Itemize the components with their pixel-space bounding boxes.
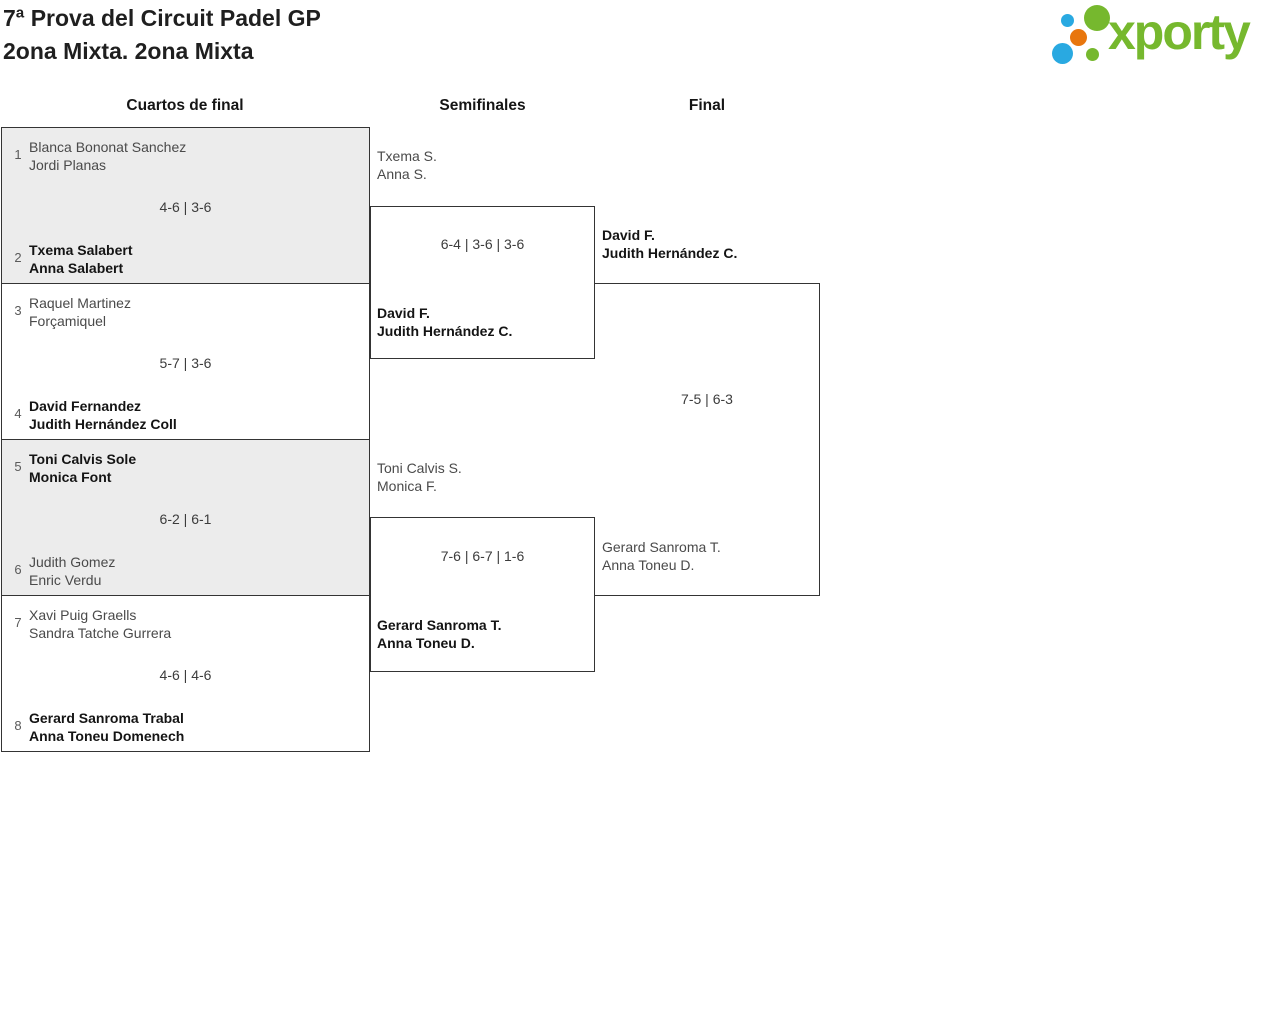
category-name: 2ona Mixta. 2ona Mixta — [3, 38, 254, 64]
player-name: Txema Salabert — [29, 242, 133, 258]
team-pair: Blanca Bononat Sanchez Jordi Planas — [29, 138, 186, 174]
team-pair: Toni Calvis S. Monica F. — [377, 459, 593, 495]
player-name: Anna Salabert — [29, 260, 124, 276]
qf-match-1: 1 Blanca Bononat Sanchez Jordi Planas 4-… — [1, 127, 370, 284]
player-name: Anna Toneu D. — [602, 557, 695, 573]
qf-match-2: 3 Raquel Martinez Forçamiquel 5-7 | 3-6 … — [1, 283, 370, 440]
logo-wordmark: xporty — [1108, 4, 1251, 60]
seed-number: 5 — [14, 459, 22, 474]
player-name: Raquel Martinez — [29, 295, 131, 311]
sf-match-1-box — [370, 206, 595, 359]
team-pair: David F. Judith Hernández C. — [602, 226, 818, 262]
match-score: 6-2 | 6-1 — [159, 511, 212, 527]
player-name: Gerard Sanroma T. — [602, 539, 721, 555]
player-name: Judith Hernández C. — [602, 245, 738, 261]
player-name: Judith Hernández C. — [377, 323, 513, 339]
player-name: Anna S. — [377, 166, 427, 182]
xporty-logo[interactable]: xporty — [1048, 0, 1280, 72]
match-score: 6-4 | 3-6 | 3-6 — [440, 236, 525, 252]
player-name: Monica Font — [29, 469, 112, 485]
team-pair: Gerard Sanroma T. Anna Toneu D. — [602, 538, 818, 574]
seed-number: 6 — [14, 562, 22, 577]
team-pair: David Fernandez Judith Hernández Coll — [29, 397, 177, 433]
seed-number: 7 — [14, 615, 22, 630]
team-pair: David F. Judith Hernández C. — [377, 304, 593, 340]
match-score: 7-6 | 6-7 | 1-6 — [440, 548, 525, 564]
player-name: Toni Calvis S. — [377, 460, 462, 476]
team-pair: Xavi Puig Graells Sandra Tatche Gurrera — [29, 606, 171, 642]
team-pair: Gerard Sanroma Trabal Anna Toneu Domenec… — [29, 709, 184, 745]
logo-dot-icon — [1070, 29, 1087, 46]
team-pair: Raquel Martinez Forçamiquel — [29, 294, 131, 330]
player-name: Sandra Tatche Gurrera — [29, 625, 172, 641]
match-score: 4-6 | 4-6 — [159, 667, 212, 683]
player-name: Judith Hernández Coll — [29, 416, 177, 432]
round-header-final: Final — [688, 97, 726, 114]
player-name: Blanca Bononat Sanchez — [29, 139, 187, 155]
team-pair: Judith Gomez Enric Verdu — [29, 553, 115, 589]
player-name: David F. — [602, 227, 655, 243]
sf-match-2-box — [370, 517, 595, 672]
page-title: 7ª Prova del Circuit Padel GP 2ona Mixta… — [3, 2, 321, 68]
player-name: Gerard Sanroma Trabal — [29, 710, 184, 726]
player-name: Enric Verdu — [29, 572, 102, 588]
round-header-semifinals: Semifinales — [439, 97, 526, 114]
player-name: Forçamiquel — [29, 313, 107, 329]
player-name: Judith Gomez — [29, 554, 116, 570]
seed-number: 8 — [14, 718, 22, 733]
round-header-quarterfinals: Cuartos de final — [126, 97, 244, 114]
logo-dot-icon — [1052, 43, 1073, 64]
player-name: Xavi Puig Graells — [29, 607, 137, 623]
seed-number: 1 — [14, 147, 22, 162]
player-name: Anna Toneu D. — [377, 635, 475, 651]
player-name: Jordi Planas — [29, 157, 107, 173]
seed-number: 3 — [14, 303, 22, 318]
final-match-box — [594, 283, 820, 596]
player-name: Gerard Sanroma T. — [377, 617, 502, 633]
logo-dot-icon — [1086, 48, 1099, 61]
player-name: Toni Calvis Sole — [29, 451, 137, 467]
qf-match-4: 7 Xavi Puig Graells Sandra Tatche Gurrer… — [1, 595, 370, 752]
player-name: David F. — [377, 305, 430, 321]
match-score: 4-6 | 3-6 — [159, 199, 212, 215]
logo-dot-icon — [1084, 5, 1110, 31]
seed-number: 2 — [14, 250, 22, 265]
team-pair: Txema S. Anna S. — [377, 147, 593, 183]
seed-number: 4 — [14, 406, 22, 421]
match-score: 7-5 | 6-3 — [681, 391, 733, 407]
team-pair: Txema Salabert Anna Salabert — [29, 241, 133, 277]
qf-match-3: 5 Toni Calvis Sole Monica Font 6-2 | 6-1… — [1, 439, 370, 596]
logo-dot-icon — [1061, 14, 1074, 27]
player-name: Monica F. — [377, 478, 437, 494]
player-name: Txema S. — [377, 148, 437, 164]
player-name: Anna Toneu Domenech — [29, 728, 185, 744]
match-score: 5-7 | 3-6 — [159, 355, 212, 371]
tournament-name: 7ª Prova del Circuit Padel GP — [3, 5, 321, 31]
team-pair: Gerard Sanroma T. Anna Toneu D. — [377, 616, 593, 652]
player-name: David Fernandez — [29, 398, 142, 414]
team-pair: Toni Calvis Sole Monica Font — [29, 450, 136, 486]
